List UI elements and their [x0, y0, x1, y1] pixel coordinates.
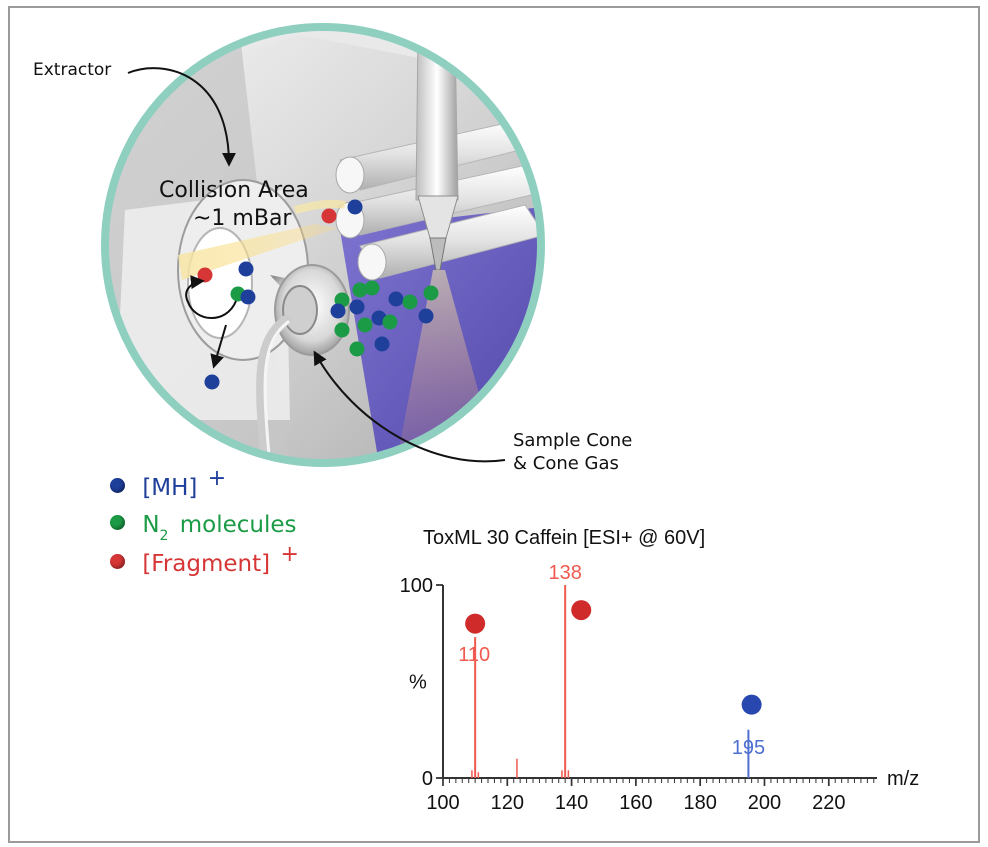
x-tick-label: 180	[683, 792, 716, 814]
collision-particles	[197, 199, 439, 390]
extractor-label: Extractor	[33, 60, 112, 80]
legend-mh-label: [MH]	[142, 475, 198, 501]
legend-mh-ion: [MH] +	[110, 468, 226, 501]
legend-mh-charge: +	[207, 466, 227, 491]
x-tick-label: 200	[748, 792, 781, 814]
x-tick-label: 160	[619, 792, 652, 814]
lens-border	[101, 23, 545, 467]
blue-ion-icon	[110, 478, 125, 493]
sample-cone-arrow	[313, 350, 506, 463]
sample-cone-label-line-1: Sample Cone	[513, 430, 633, 451]
x-tick-label: 220	[812, 792, 845, 814]
collision-area-label-line-1: Collision Area	[159, 178, 309, 203]
legend-fragment-label: [Fragment]	[142, 551, 271, 577]
y-tick-label: 0	[422, 768, 433, 790]
instrument-diagram	[101, 23, 545, 467]
legend-n2-molecules: N2 molecules	[110, 512, 297, 543]
legend-n2-label: molecules	[179, 512, 297, 538]
legend-fragment-ion: [Fragment] +	[110, 544, 299, 577]
peak-label: 195	[732, 737, 765, 759]
legend-fragment-charge: +	[280, 542, 299, 567]
red-fragment-marker-icon	[465, 613, 486, 634]
green-molecule-icon	[110, 515, 125, 530]
red-fragment-icon	[110, 554, 125, 569]
red-fragment-marker-icon	[571, 600, 592, 621]
blue-ion-marker-icon	[741, 694, 762, 715]
collision-arrows	[185, 275, 237, 369]
legend-n2-prefix: N	[142, 512, 160, 538]
collision-area-label-line-2: ~1 mBar	[193, 206, 292, 231]
x-tick-label: 100	[426, 792, 459, 814]
x-axis-label: m/z	[887, 768, 919, 790]
sample-cone-label-line-2: & Cone Gas	[513, 453, 619, 474]
peak-label: 138	[548, 562, 581, 584]
extractor-arrow	[127, 67, 236, 167]
y-axis-label: %	[409, 672, 427, 694]
lens-illustration	[105, 27, 541, 463]
peak-label: 110	[458, 644, 490, 666]
x-tick-label: 120	[491, 792, 524, 814]
x-tick-label: 140	[555, 792, 588, 814]
y-tick-label: 100	[400, 575, 433, 597]
chart-title: ToxML 30 Caffein [ESI+ @ 60V]	[423, 527, 706, 549]
legend-n2-subscript: 2	[159, 528, 169, 544]
